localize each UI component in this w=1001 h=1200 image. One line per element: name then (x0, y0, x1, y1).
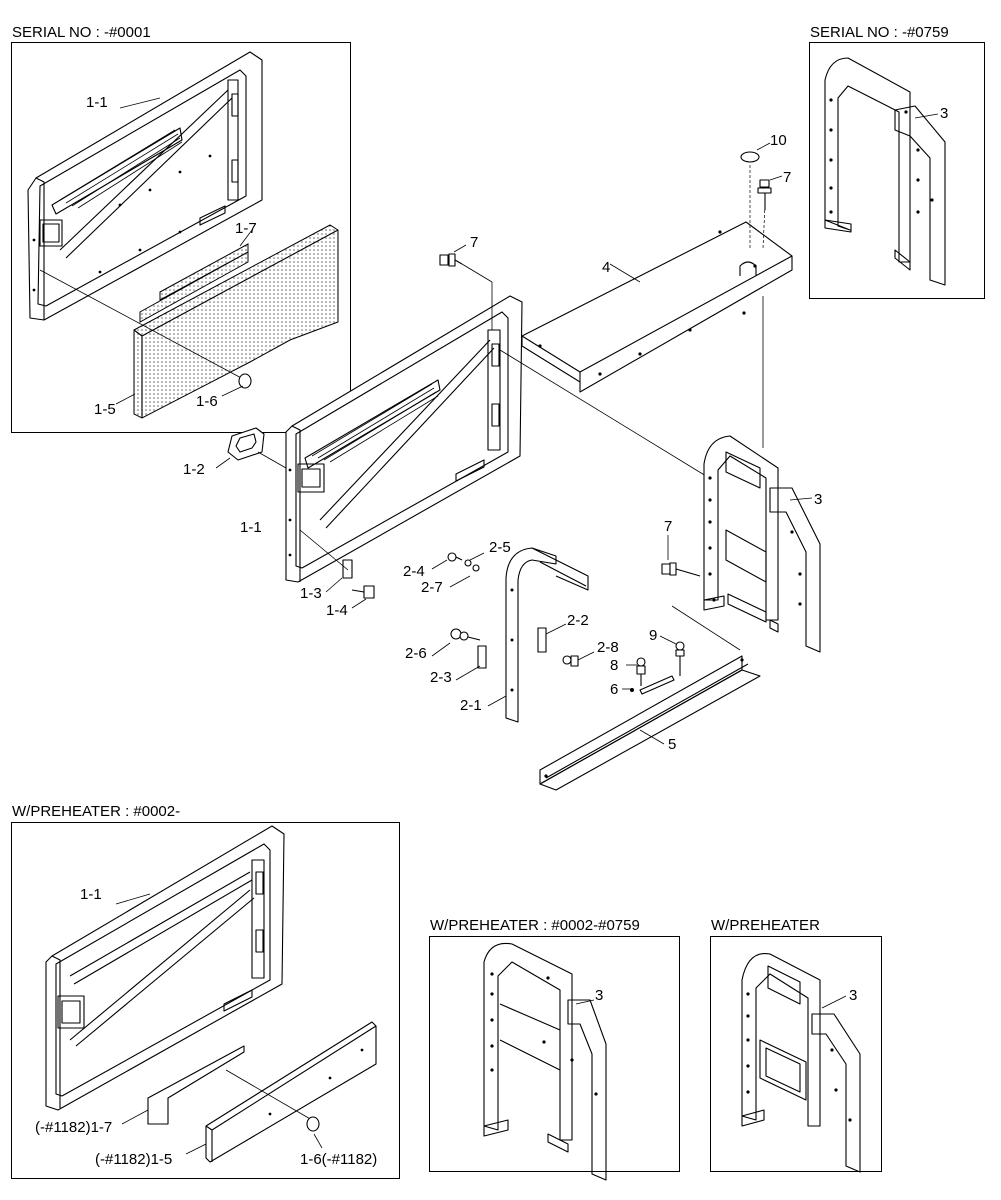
label-4: 4 (602, 259, 611, 276)
main-bolt-1-4 (351, 585, 375, 599)
bolt-7-right (661, 562, 701, 577)
label-2-3: 2-3 (430, 669, 452, 686)
label-7-top: 7 (783, 169, 792, 186)
top-left-clip-1-6 (238, 373, 252, 389)
label-2-7: 2-7 (421, 579, 443, 596)
main-parts-2-x (447, 552, 579, 669)
label-bl-1-6: 1-6(-#1182) (300, 1151, 378, 1168)
label-bl-1-7: (-#1182)1-7 (35, 1119, 113, 1136)
bolt-7-left (439, 253, 463, 267)
label-10: 10 (770, 132, 787, 149)
bottom-left-clip-1-6 (306, 1116, 320, 1132)
frame-preheater-0002-0759 (429, 936, 680, 1172)
main-bracket-3 (703, 435, 821, 653)
label-bm-3: 3 (595, 987, 604, 1004)
label-tl-1-7: 1-7 (235, 220, 257, 237)
label-9: 9 (649, 627, 658, 644)
label-2-4: 2-4 (403, 563, 425, 580)
fitting-6-8-9 (630, 641, 685, 695)
bottom-left-pad-1-5 (205, 1021, 377, 1163)
frame-title-preheater-0002: W/PREHEATER : #0002- (12, 803, 181, 820)
top-left-cover-panel (27, 51, 263, 321)
bottom-right-bracket-3 (741, 952, 861, 1173)
cap-10 (740, 151, 760, 163)
label-bl-1-5: (-#1182)1-5 (95, 1151, 173, 1168)
label-1-2: 1-2 (183, 461, 205, 478)
frame-title-serial-0759: SERIAL NO : -#0759 (810, 24, 949, 41)
label-2-1: 2-1 (460, 697, 482, 714)
frame-serial-0759 (809, 42, 985, 299)
label-2-8: 2-8 (597, 639, 619, 656)
frame-title-preheater-0002-0759: W/PREHEATER : #0002-#0759 (430, 917, 640, 934)
bottom-middle-bracket-3 (483, 942, 607, 1181)
frame-preheater-0002 (11, 822, 400, 1179)
main-cover-panel (285, 295, 523, 583)
top-right-bracket-3 (824, 57, 946, 286)
main-stay-2-1 (505, 547, 589, 723)
label-2-5: 2-5 (489, 539, 511, 556)
bottom-left-cover-panel (45, 825, 285, 1111)
top-left-pad-1-7 (139, 243, 249, 323)
label-1-1: 1-1 (240, 519, 262, 536)
label-tr-3: 3 (940, 105, 949, 122)
main-plate-4 (521, 221, 793, 393)
label-bl-1-1: 1-1 (80, 886, 102, 903)
label-br-3: 3 (849, 987, 858, 1004)
frame-title-preheater: W/PREHEATER (711, 917, 820, 934)
main-hinge-1-3 (342, 559, 353, 579)
label-tl-1-1: 1-1 (86, 94, 108, 111)
frame-title-serial-0001: SERIAL NO : -#0001 (12, 24, 151, 41)
label-1-4: 1-4 (326, 602, 348, 619)
label-tl-1-6: 1-6 (196, 393, 218, 410)
label-tl-1-5: 1-5 (94, 401, 116, 418)
label-3: 3 (814, 491, 823, 508)
bolt-7-top (757, 179, 772, 210)
label-7-right: 7 (664, 518, 673, 535)
label-2-2: 2-2 (567, 612, 589, 629)
label-7-left: 7 (470, 234, 479, 251)
main-latch-1-2 (227, 427, 265, 461)
frame-preheater (710, 936, 882, 1172)
bottom-left-pad-1-7 (147, 1045, 245, 1125)
label-5: 5 (668, 736, 677, 753)
label-1-3: 1-3 (300, 585, 322, 602)
label-2-6: 2-6 (405, 645, 427, 662)
frame-serial-0001 (11, 42, 351, 433)
label-6: 6 (610, 681, 619, 698)
main-rail-5 (539, 655, 761, 791)
label-8: 8 (610, 657, 619, 674)
top-left-pad-1-5 (133, 224, 339, 419)
